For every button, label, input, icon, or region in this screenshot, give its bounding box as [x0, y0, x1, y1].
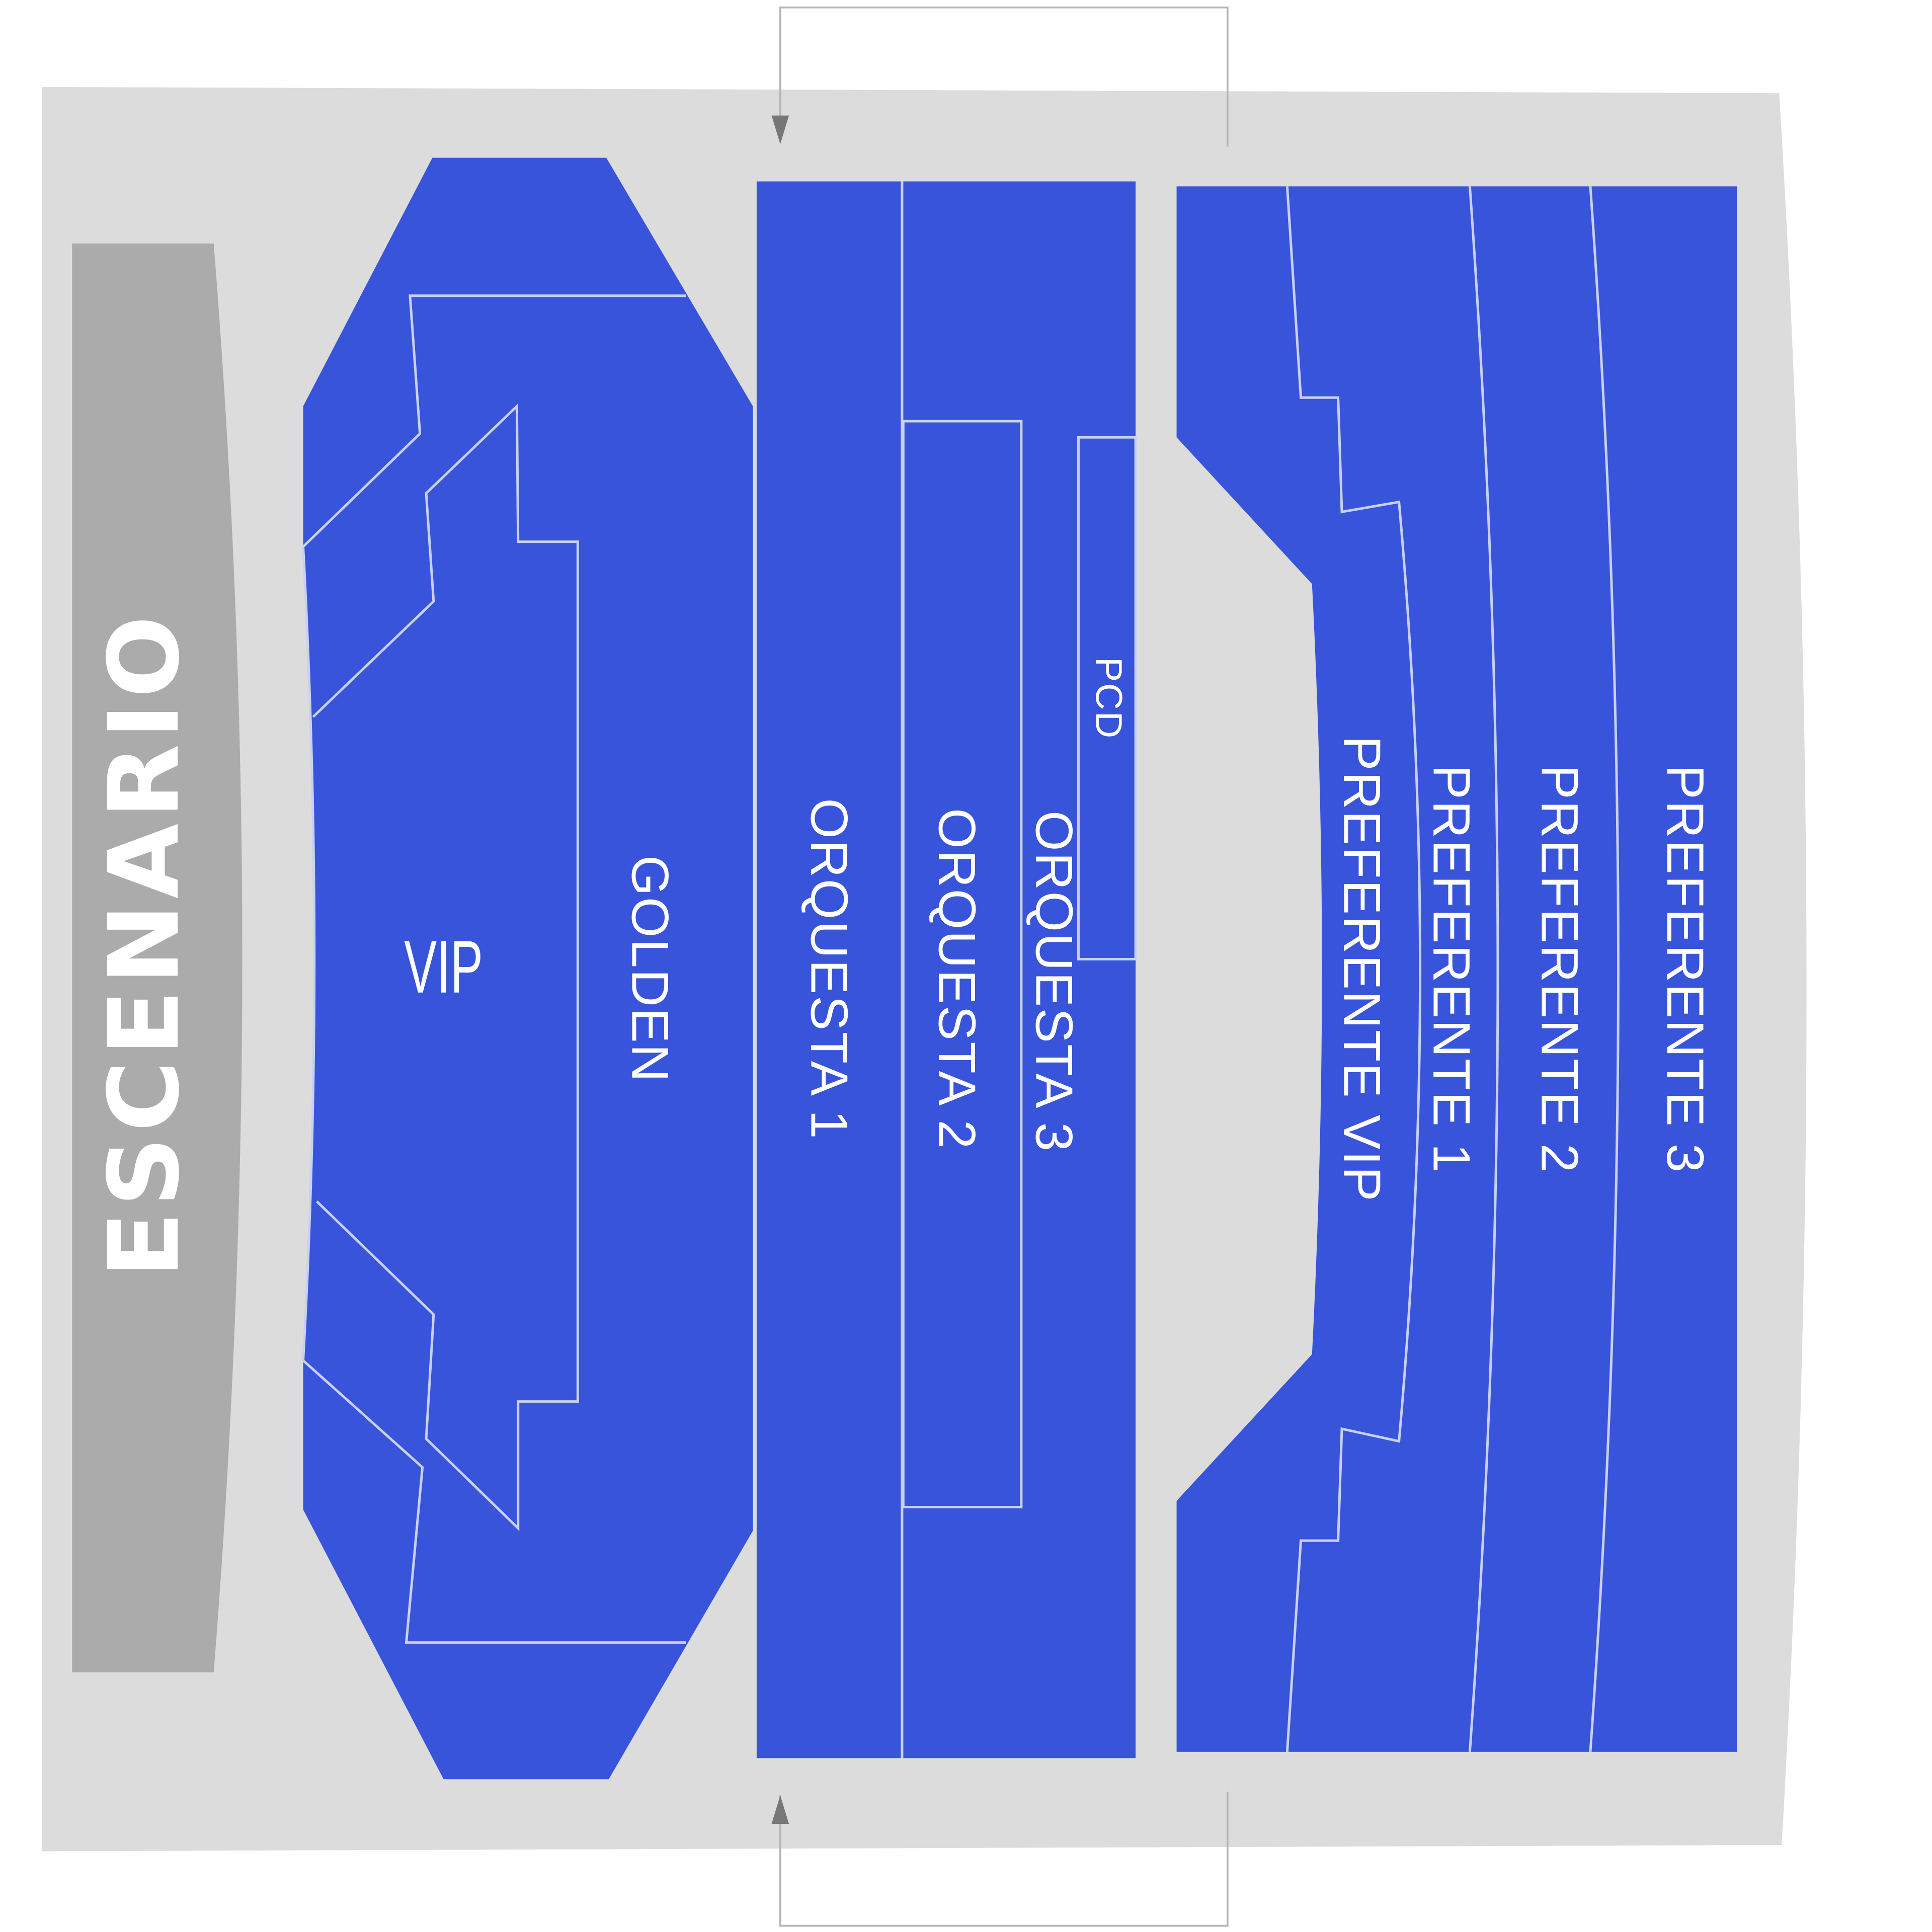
section-orquesta-2[interactable] — [902, 420, 1023, 1508]
section-pcd-label: PCD — [1088, 657, 1130, 740]
bottom-arrow-icon — [771, 1795, 789, 1824]
section-vip[interactable] — [302, 294, 686, 1644]
section-preferente-3-label: PREFERENTE 3 — [1656, 765, 1715, 1174]
preferente-vip-boundary — [1285, 186, 1422, 1752]
stage-label: ESCENARIO — [88, 611, 201, 1278]
stage — [72, 244, 243, 1672]
section-golden-label: GOLDEN — [621, 855, 680, 1083]
preferente-divider-2 — [1589, 186, 1620, 1752]
preferente-divider-1 — [1468, 186, 1499, 1752]
connector-lines — [779, 6, 1229, 1927]
section-orquesta-1[interactable] — [756, 181, 902, 1758]
section-preferente-1-label: PREFERENTE 1 — [1423, 765, 1481, 1174]
top-connector-line — [779, 6, 1229, 147]
section-preferente-vip-label: PREFERENTE VIP — [1333, 736, 1392, 1202]
section-orquesta-2-label: ORQUESTA 2 — [928, 808, 987, 1150]
top-arrow-icon — [771, 115, 789, 144]
vip-inner-steps — [312, 403, 579, 1532]
bottom-connector-line — [779, 1791, 1229, 1927]
section-preferente-2-label: PREFERENTE 2 — [1531, 765, 1589, 1174]
section-pcd[interactable] — [1077, 436, 1137, 960]
section-orquesta-3-label: ORQUESTA 3 — [1025, 811, 1083, 1153]
section-orquesta-1-label: ORQUESTA 1 — [800, 798, 858, 1140]
section-preferente-vip[interactable] — [1176, 186, 1737, 1752]
section-golden[interactable] — [303, 157, 753, 1780]
section-vip-label: VIP — [404, 925, 483, 1009]
